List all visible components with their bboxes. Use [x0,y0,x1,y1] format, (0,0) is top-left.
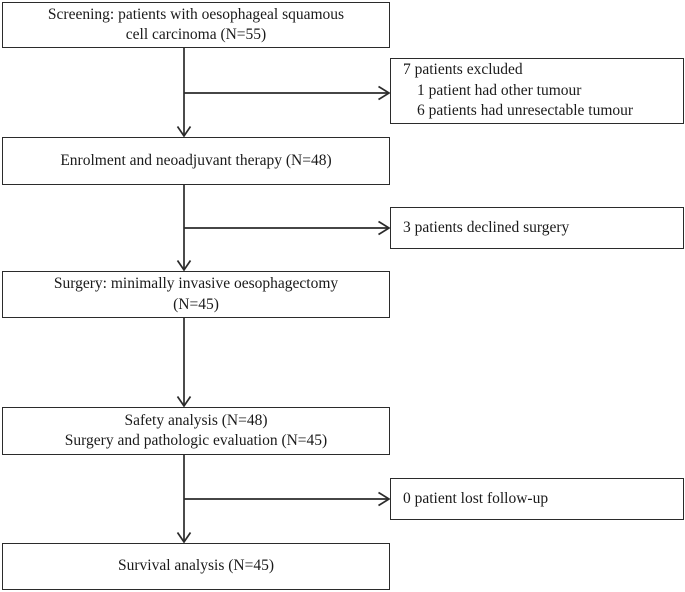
node-enrolment: Enrolment and neoadjuvant therapy (N=48) [2,137,390,185]
node-enrolment-line1: Enrolment and neoadjuvant therapy (N=48) [60,151,332,169]
node-analysis-line2: Surgery and pathologic evaluation (N=45) [64,432,328,449]
node-survival-line1: Survival analysis (N=45) [118,557,274,575]
node-analysis-text: Safety analysis (N=48) Surgery and patho… [3,411,389,452]
node-screening-text: Screening: patients with oesophageal squ… [3,5,389,46]
node-screening-line1: Screening: patients with oesophageal squ… [47,5,345,23]
node-declined-surgery-line1: 3 patients declined surgery [403,218,570,236]
node-survival-text: Survival analysis (N=45) [3,556,389,576]
node-screening-line2: cell carcinoma (N=55) [125,26,267,43]
node-excluded-line1: 7 patients excluded [403,61,523,79]
node-lost-followup: 0 patient lost follow-up [390,478,684,520]
node-surgery-line1: Surgery: minimally invasive oesophagecto… [53,275,339,293]
arrowhead-survival [176,532,192,544]
arrowhead-surgery [176,260,192,272]
arrowhead-analysis [176,396,192,408]
node-surgery-text: Surgery: minimally invasive oesophagecto… [3,274,389,315]
node-excluded-line3: 6 patients had unresectable tumour [417,102,634,120]
arrowhead-excluded [378,85,391,101]
node-excluded-line2: 1 patient had other tumour [417,81,582,99]
arrowhead-declined [378,220,391,236]
node-analysis: Safety analysis (N=48) Surgery and patho… [2,407,390,455]
arrowhead-lost-followup [378,491,391,507]
node-excluded-text: 7 patients excluded 1 patient had other … [391,60,683,121]
node-excluded: 7 patients excluded 1 patient had other … [390,58,684,124]
node-screening: Screening: patients with oesophageal squ… [2,2,390,48]
arrowhead-enrolment [176,126,192,138]
node-lost-followup-line1: 0 patient lost follow-up [403,489,549,507]
node-survival: Survival analysis (N=45) [2,543,390,590]
node-enrolment-text: Enrolment and neoadjuvant therapy (N=48) [3,151,389,171]
node-declined-surgery-text: 3 patients declined surgery [391,218,683,238]
node-declined-surgery: 3 patients declined surgery [390,207,684,249]
node-analysis-line1: Safety analysis (N=48) [124,411,268,429]
node-surgery: Surgery: minimally invasive oesophagecto… [2,271,390,318]
node-lost-followup-text: 0 patient lost follow-up [391,489,683,509]
node-surgery-line2: (N=45) [173,295,219,313]
